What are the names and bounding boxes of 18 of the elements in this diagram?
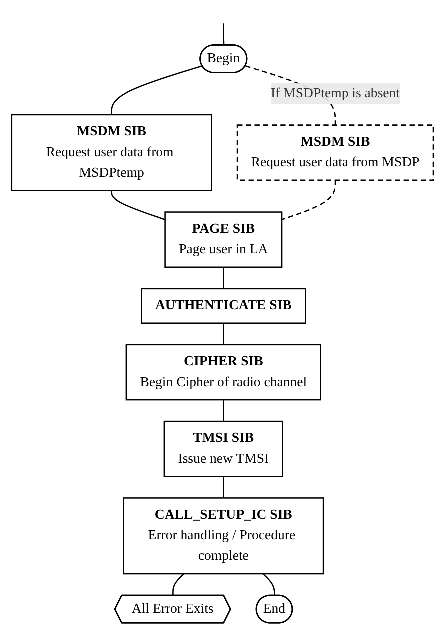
edge-label: If MSDPtemp is absent bbox=[271, 86, 400, 101]
connector bbox=[223, 267, 225, 289]
node-box: MSDM SIB Request user data from MSDPtemp bbox=[12, 114, 213, 192]
connector bbox=[223, 24, 226, 46]
node-box: CALL_SETUP_IC SIB Error handling / Procedure complete bbox=[123, 498, 324, 575]
connector bbox=[282, 180, 336, 220]
connector bbox=[223, 400, 225, 422]
connector bbox=[263, 574, 276, 596]
node-box: CIPHER SIB Begin Cipher of radio channel bbox=[126, 344, 322, 401]
connector bbox=[111, 190, 166, 220]
connector bbox=[172, 574, 185, 596]
connector bbox=[223, 323, 225, 345]
node-box: AUTHENTICATE SIB bbox=[141, 288, 307, 324]
connector bbox=[223, 476, 225, 498]
node-box: MSDM SIB Request user data from MSDP bbox=[237, 124, 434, 182]
connector bbox=[111, 66, 203, 115]
node-box: PAGE SIB Page user in LA bbox=[164, 212, 283, 268]
node-box: TMSI SIB Issue new TMSI bbox=[164, 420, 284, 478]
